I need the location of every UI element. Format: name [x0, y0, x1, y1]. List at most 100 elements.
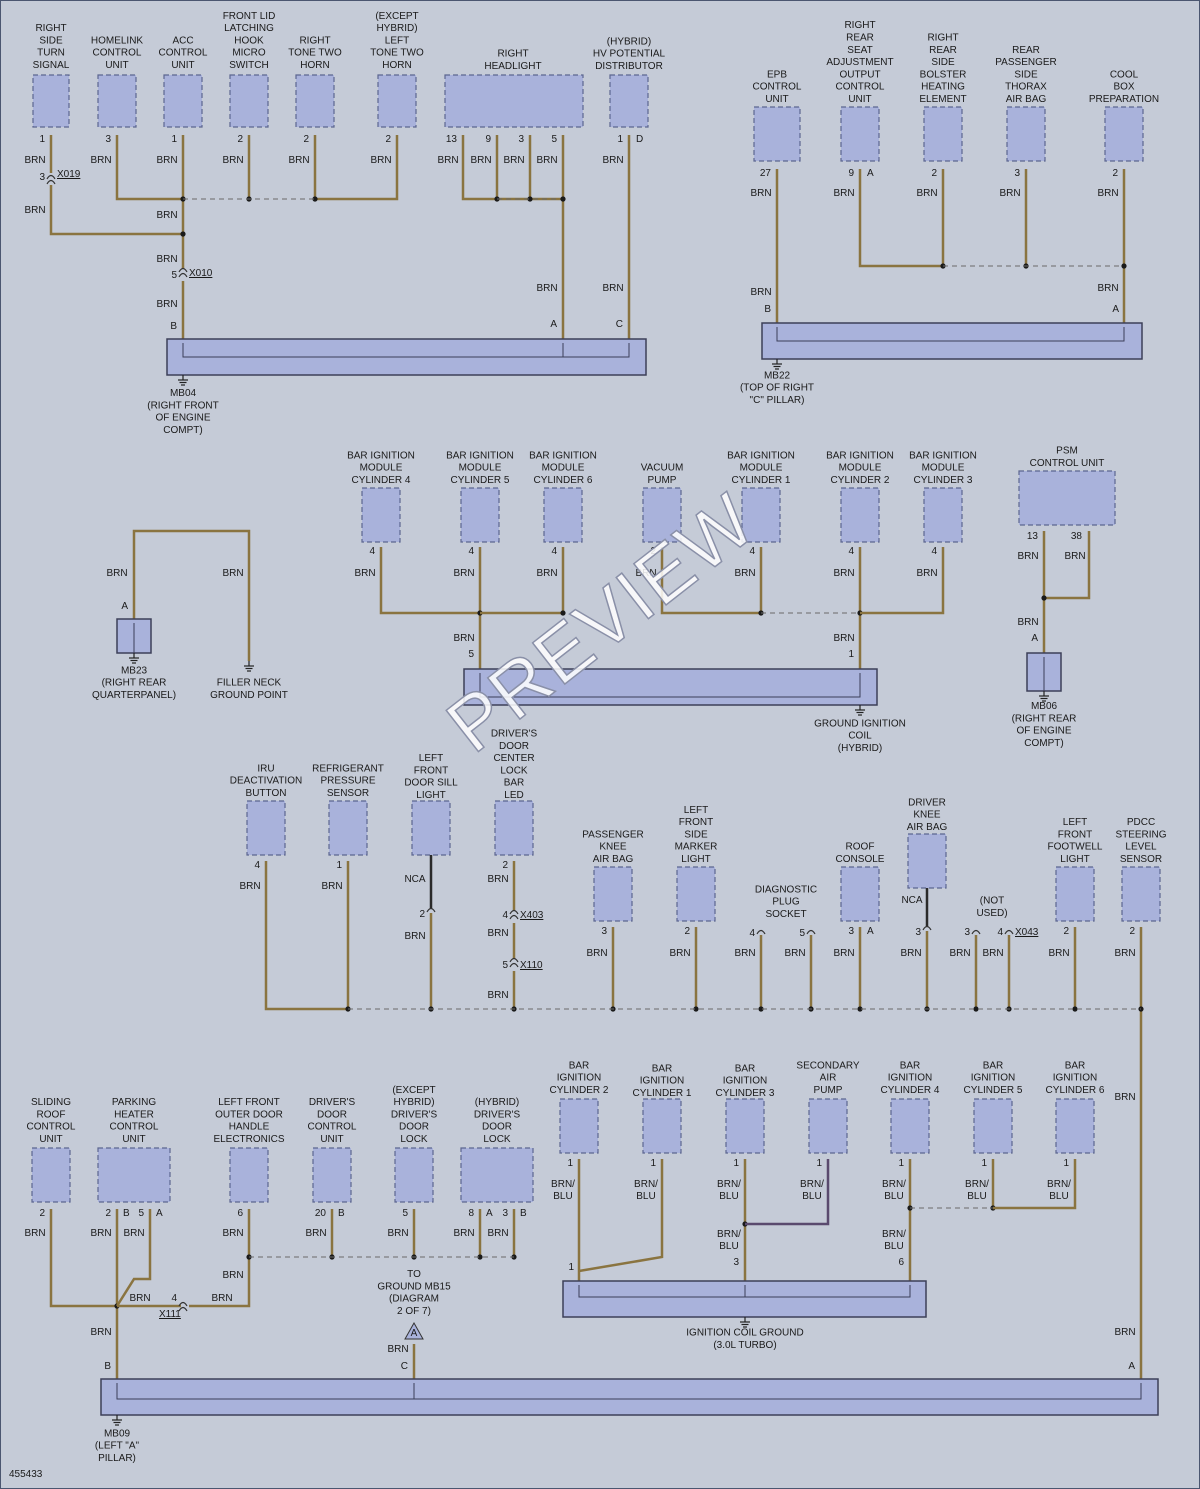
wire-color-label: BRN [916, 568, 937, 579]
splice-point [527, 196, 533, 202]
bar-ignition-module-cyl1-label: BAR IGNITION [727, 450, 795, 461]
acc-control-unit-label: CONTROL [159, 48, 208, 59]
bar-ignition-module-cyl5-label: BAR IGNITION [446, 450, 514, 461]
wire-color-label: BRN [288, 155, 309, 166]
drivers-door-lock-except-hybrid [394, 1147, 434, 1203]
pin-number: 38 [1071, 531, 1083, 542]
wire-color-label: BRN [156, 210, 177, 221]
wire-color-label: BRN/ [717, 1179, 741, 1190]
roof-console [840, 866, 880, 922]
drivers-door-lock-except-hybrid-label: (EXCEPT [392, 1085, 435, 1096]
bar-ignition-cylinder-5-label: CYLINDER 5 [964, 1085, 1023, 1096]
wire-color-label: BRN [1114, 1092, 1135, 1103]
psm-label: CONTROL UNIT [1030, 458, 1105, 469]
seat-adjustment-control-unit-label: ADJUSTMENT [826, 57, 893, 68]
splice-point [857, 1006, 863, 1012]
cool-box-preparation-label: BOX [1113, 82, 1134, 93]
wire-color-label: BRN [211, 1293, 232, 1304]
seat-adjustment-control-unit-label: SEAT [847, 45, 872, 56]
pin-letter: A [1128, 1361, 1135, 1372]
figure-id: 455433 [9, 1469, 43, 1480]
inline-connector-id: X043 [1015, 927, 1039, 938]
refrigerant-pressure-sensor-label: REFRIGERANT [312, 763, 384, 774]
outer-door-handle-electronics-label: HANDLE [229, 1122, 270, 1133]
filler-neck-label: GROUND POINT [210, 690, 288, 701]
drivers-door-lock-hybrid [460, 1147, 534, 1203]
passenger-knee-air-bag-label: KNEE [599, 842, 627, 853]
right-side-turn-signal-label: SIDE [39, 35, 63, 46]
bar-ignition-module-cyl1-label: MODULE [740, 463, 783, 474]
wire-color-label: BRN [404, 931, 425, 942]
bar-ignition-module-cyl4 [361, 487, 401, 543]
bolster-heating-element-label: RIGHT [927, 33, 958, 44]
drivers-door-lock-except-hybrid-label: HYBRID) [393, 1097, 434, 1108]
pin-letter: C [401, 1361, 408, 1372]
pin-number: 3 [601, 926, 607, 937]
wire-color-label: BRN [387, 1344, 408, 1355]
wire-color-label: BLU [553, 1191, 572, 1202]
wire-color-label: NCA [901, 895, 922, 906]
bar-ignition-module-cyl5-label: MODULE [459, 463, 502, 474]
cool-box-preparation-label: PREPARATION [1089, 94, 1159, 105]
pdcc-steering-level-sensor-label: SENSOR [1120, 854, 1162, 865]
left-front-side-marker-light-label: LIGHT [681, 854, 710, 865]
drivers-door-lock-except-hybrid-label: DRIVER'S [391, 1109, 438, 1120]
left-front-side-marker-light-label: FRONT [679, 817, 713, 828]
pin-number: 5 [551, 134, 557, 145]
pin-number: 1 [567, 1158, 573, 1169]
parking-heater-control-unit [97, 1147, 171, 1203]
homelink-control-unit-label: CONTROL [93, 48, 142, 59]
outer-door-handle-electronics-label: OUTER DOOR [215, 1109, 283, 1120]
connector-chevron [922, 925, 932, 931]
wire-color-label: BRN [999, 188, 1020, 199]
right-tone-two-horn [295, 74, 335, 128]
bar-ignition-module-cyl4-label: MODULE [360, 463, 403, 474]
pin-number: 5 [468, 649, 474, 660]
bar-ignition-cylinder-4 [890, 1098, 930, 1154]
wire-color-label: BRN [669, 948, 690, 959]
wire-color-label: BRN [453, 1228, 474, 1239]
pin-number: 2 [419, 909, 425, 920]
bar-ignition-cylinder-6-label: BAR [1065, 1060, 1086, 1071]
wire-color-label: BRN [437, 155, 458, 166]
mb09-label: PILLAR) [98, 1453, 136, 1464]
vacuum-pump [642, 487, 682, 543]
epb-control-unit-label: UNIT [765, 94, 788, 105]
wire-color-label: BRN [1048, 948, 1069, 959]
pin-number: 5 [171, 270, 177, 281]
pin-number: 1 [816, 1158, 822, 1169]
pin-number: 2 [385, 134, 391, 145]
seat-adjustment-control-unit-label: OUTPUT [839, 69, 880, 80]
ground-bus-ignition-coil-hybrid [463, 668, 878, 706]
right-side-turn-signal-label: TURN [37, 48, 65, 59]
pin-number: 6 [237, 1208, 243, 1219]
mb04-label: OF ENGINE [155, 413, 210, 424]
mb23-label: (RIGHT REAR [102, 678, 167, 689]
wire [379, 547, 480, 615]
wire-color-label: BRN [156, 299, 177, 310]
wire-color-label: BLU [636, 1191, 655, 1202]
pin-number: 2 [684, 926, 690, 937]
inline-connector-id: X010 [189, 268, 213, 279]
seat-adjustment-control-unit-label: CONTROL [836, 82, 885, 93]
wire-color-label: BRN [1017, 617, 1038, 628]
pin-number: 13 [1027, 531, 1039, 542]
mb04-label: MB04 [170, 388, 197, 399]
thorax-air-bag-label: THORAX [1005, 82, 1047, 93]
pin-letter: B [170, 321, 177, 332]
bolster-heating-element-label: REAR [929, 45, 957, 56]
bolster-heating-element-label: BOLSTER [920, 69, 967, 80]
front-lid-micro-switch-label: SWITCH [229, 60, 268, 71]
wire [132, 529, 251, 661]
pin-number: 2 [1129, 926, 1135, 937]
wire-color-label: BRN [129, 1293, 150, 1304]
wire-color-label: NCA [404, 874, 425, 885]
left-front-door-sill-light-label: FRONT [414, 765, 448, 776]
thorax-air-bag-label: PASSENGER [995, 57, 1057, 68]
pdcc-steering-level-sensor-label: STEERING [1115, 829, 1166, 840]
pin-number: 3 [1014, 168, 1020, 179]
wire-color-label: BRN [354, 568, 375, 579]
wire-color-label: BRN [602, 283, 623, 294]
pin-number: 4 [468, 546, 474, 557]
pin-letter: A [550, 319, 557, 330]
